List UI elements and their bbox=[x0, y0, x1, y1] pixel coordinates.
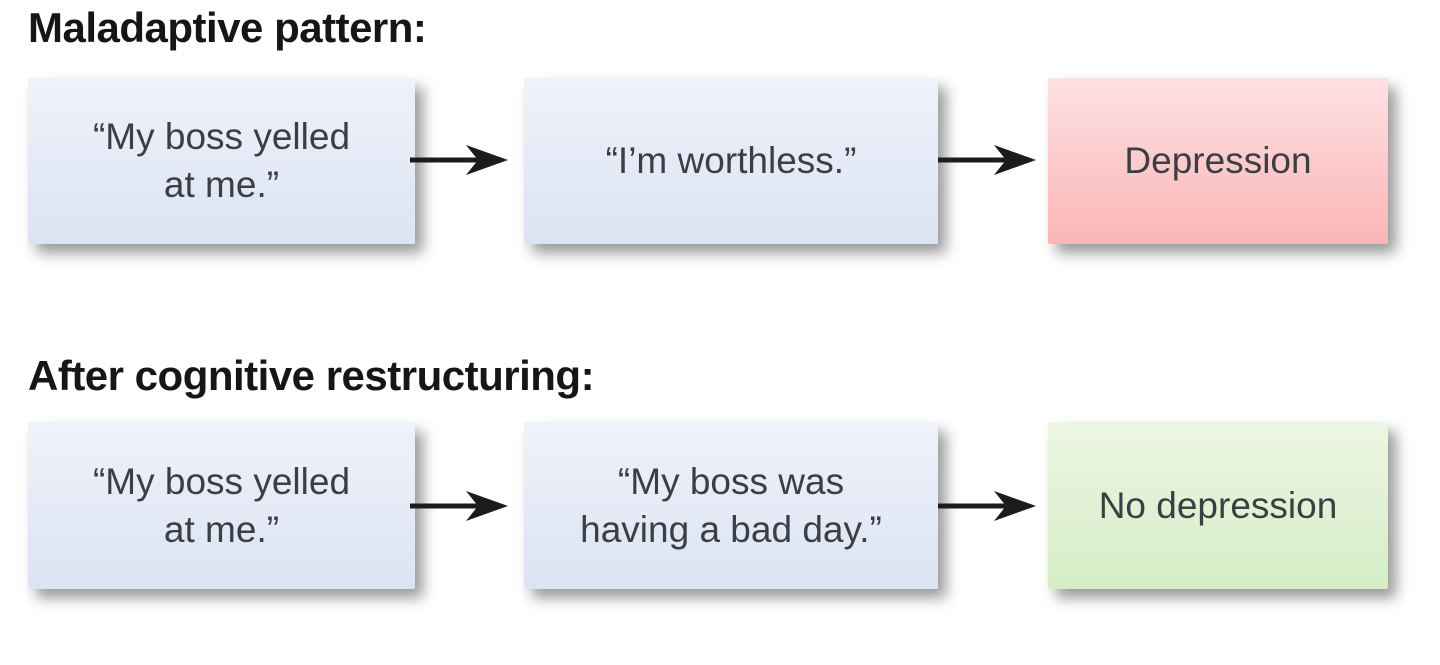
right-arrow-icon bbox=[410, 145, 508, 175]
right-arrow-icon bbox=[410, 491, 508, 521]
box-text-line: Depression bbox=[1124, 140, 1312, 181]
flow-box-event-restructured: “My boss yelled at me.” bbox=[28, 422, 415, 589]
box-text-line: “My boss yelled bbox=[92, 116, 351, 157]
box-text-line: at me.” bbox=[163, 164, 280, 205]
section-heading-restructured: After cognitive restructuring: bbox=[28, 352, 595, 399]
flow-box-belief-restructured: “My boss was having a bad day.” bbox=[524, 422, 938, 589]
box-text-line: having a bad day.” bbox=[580, 508, 882, 550]
section-heading-maladaptive: Maladaptive pattern: bbox=[28, 4, 427, 51]
box-text-line: “My boss yelled bbox=[92, 460, 351, 502]
flow-box-outcome-no-depression: No depression bbox=[1048, 422, 1388, 589]
right-arrow-icon bbox=[938, 145, 1036, 175]
flow-box-belief-maladaptive: “I’m worthless.” bbox=[524, 78, 938, 244]
flow-box-event-maladaptive: “My boss yelled at me.” bbox=[28, 78, 415, 244]
right-arrow-icon bbox=[938, 491, 1036, 521]
box-text-line: “I’m worthless.” bbox=[605, 140, 857, 181]
flow-box-outcome-depression: Depression bbox=[1048, 78, 1388, 244]
box-text-line: No depression bbox=[1098, 484, 1338, 526]
box-text-line: “My boss was bbox=[617, 460, 845, 502]
box-text-line: at me.” bbox=[163, 508, 280, 550]
